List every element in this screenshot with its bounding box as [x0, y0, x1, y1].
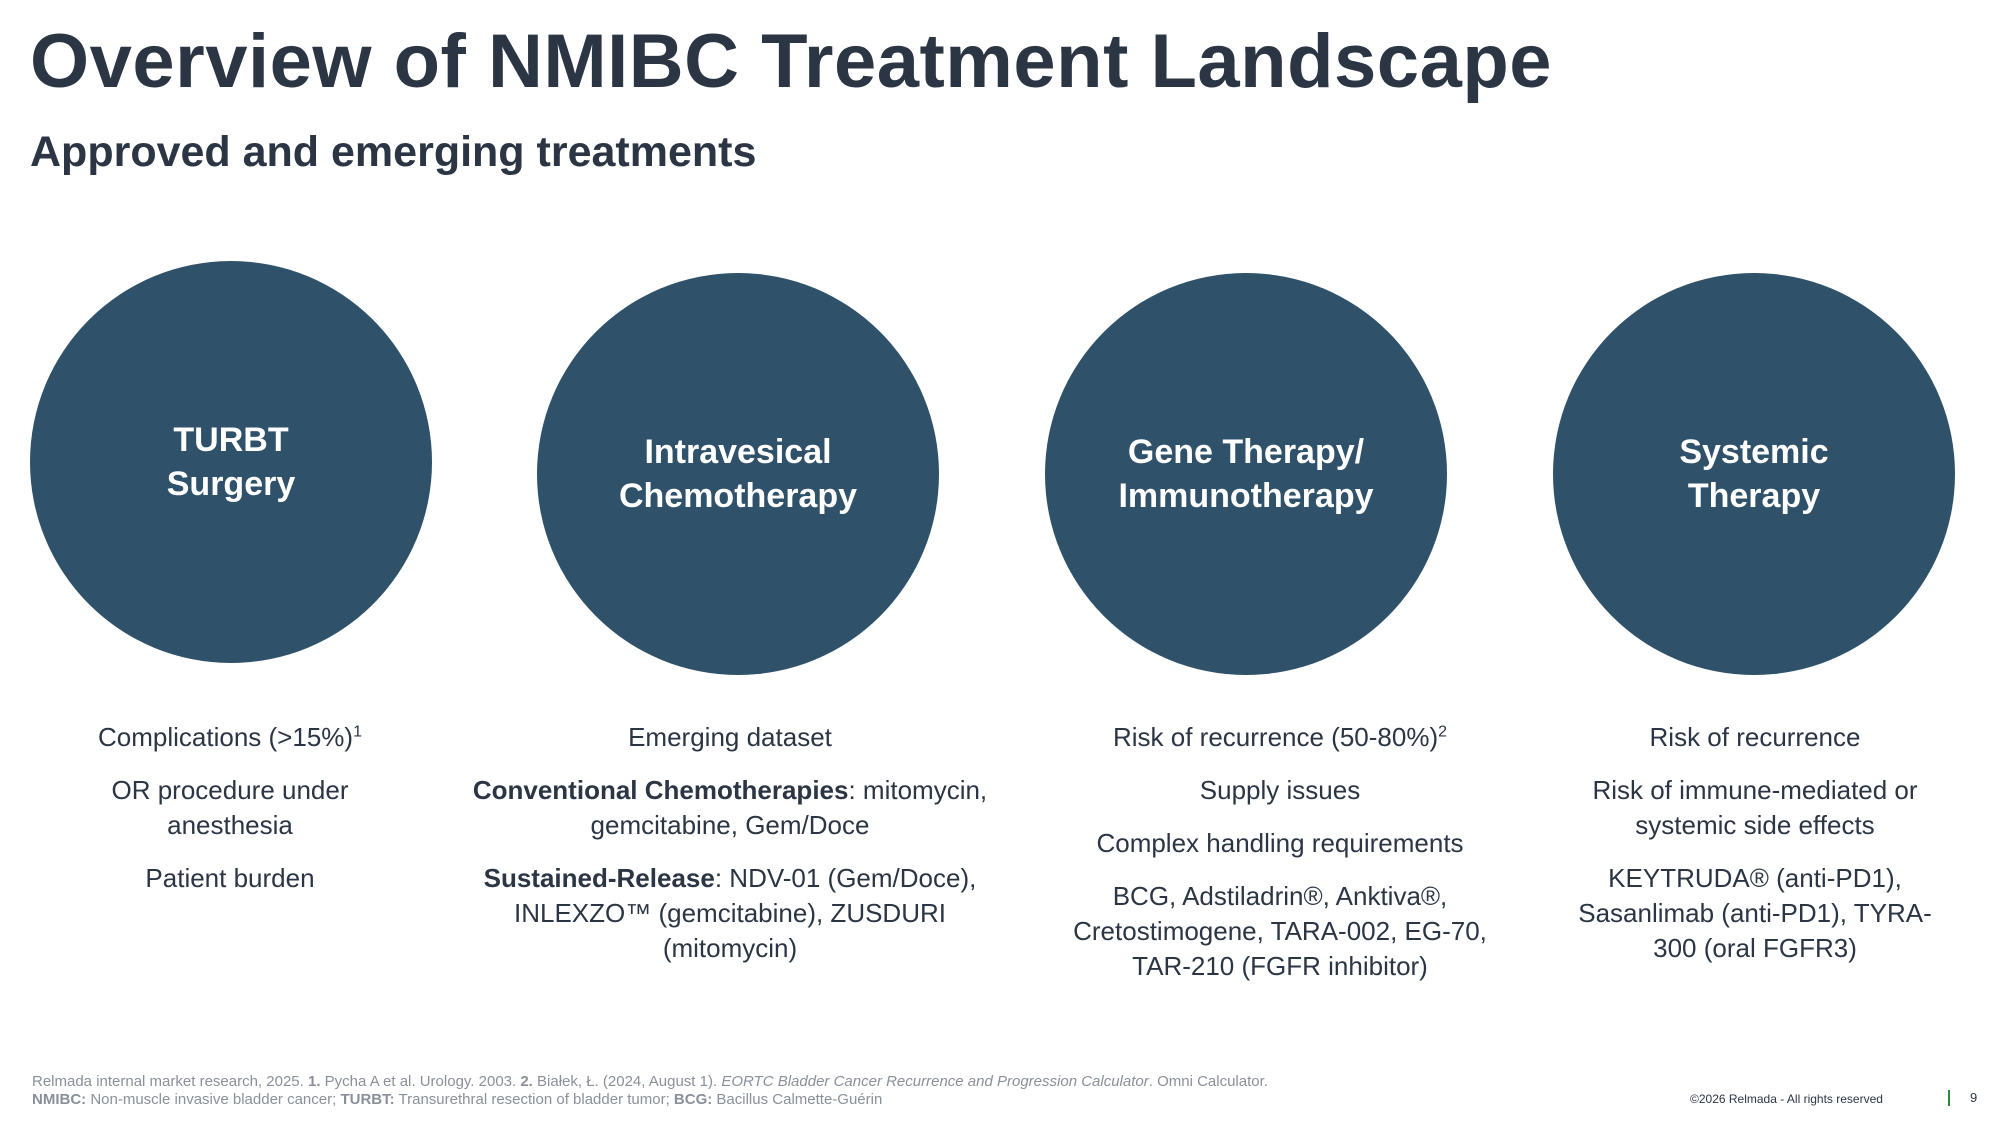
copyright-text: ©2026 Relmada - All rights reserved: [1690, 1092, 1883, 1106]
products-text: BCG, Adstiladrin®, Anktiva®, Cretostimog…: [1073, 881, 1487, 981]
sustained-release-text: Sustained-Release: NDV-01 (Gem/Doce), IN…: [483, 863, 977, 963]
circle-label: TURBT Surgery: [166, 421, 296, 503]
handling-text: Complex handling requirements: [1096, 828, 1464, 858]
supply-issues-text: Supply issues: [1199, 775, 1361, 805]
footer-divider: [1948, 1090, 1950, 1106]
or-procedure-text: OR procedure under anesthesia: [111, 775, 349, 840]
circle-label: Systemic Therapy: [1679, 433, 1829, 515]
page-title: Overview of NMIBC Treatment Landscape: [30, 19, 1553, 104]
circle-label: Intravesical Chemotherapy: [618, 433, 858, 515]
patient-burden-text: Patient burden: [145, 863, 315, 893]
turbt-details: Complications (>15%)1 OR procedure under…: [60, 720, 400, 914]
reference-marker: 2: [1438, 723, 1448, 741]
circle-label: Gene Therapy/ Immunotherapy: [1118, 433, 1374, 515]
emerging-dataset-text: Emerging dataset: [628, 722, 832, 752]
footnotes: Relmada internal market research, 2025. …: [32, 1073, 1682, 1109]
gene-immunotherapy-circle: Gene Therapy/ Immunotherapy: [1045, 273, 1447, 675]
page-subtitle: Approved and emerging treatments: [30, 128, 757, 176]
chemotherapy-details: Emerging dataset Conventional Chemothera…: [470, 720, 990, 984]
turbt-surgery-circle: TURBT Surgery: [30, 261, 432, 663]
page-number: 9: [1970, 1090, 1978, 1105]
immune-side-effects-text: Risk of immune-mediated or systemic side…: [1592, 775, 1918, 840]
systemic-therapy-circle: Systemic Therapy: [1553, 273, 1955, 675]
reference-marker: 1: [353, 723, 362, 741]
references-line: Relmada internal market research, 2025. …: [32, 1073, 1268, 1090]
conventional-chemo-text: Conventional Chemotherapies: mitomycin, …: [472, 775, 988, 840]
products-text: KEYTRUDA® (anti-PD1), Sasanlimab (anti-P…: [1578, 863, 1932, 963]
complications-text: Complications (>15%)1: [98, 722, 362, 752]
intravesical-chemotherapy-circle: Intravesical Chemotherapy: [537, 273, 939, 675]
recurrence-risk-text: Risk of recurrence (50-80%)2: [1112, 722, 1448, 752]
systemic-therapy-details: Risk of recurrence Risk of immune-mediat…: [1560, 720, 1950, 984]
abbreviations-line: NMIBC: Non-muscle invasive bladder cance…: [32, 1091, 883, 1108]
gene-therapy-details: Risk of recurrence (50-80%)2 Supply issu…: [1050, 720, 1510, 1002]
recurrence-risk-text: Risk of recurrence: [1649, 722, 1861, 752]
